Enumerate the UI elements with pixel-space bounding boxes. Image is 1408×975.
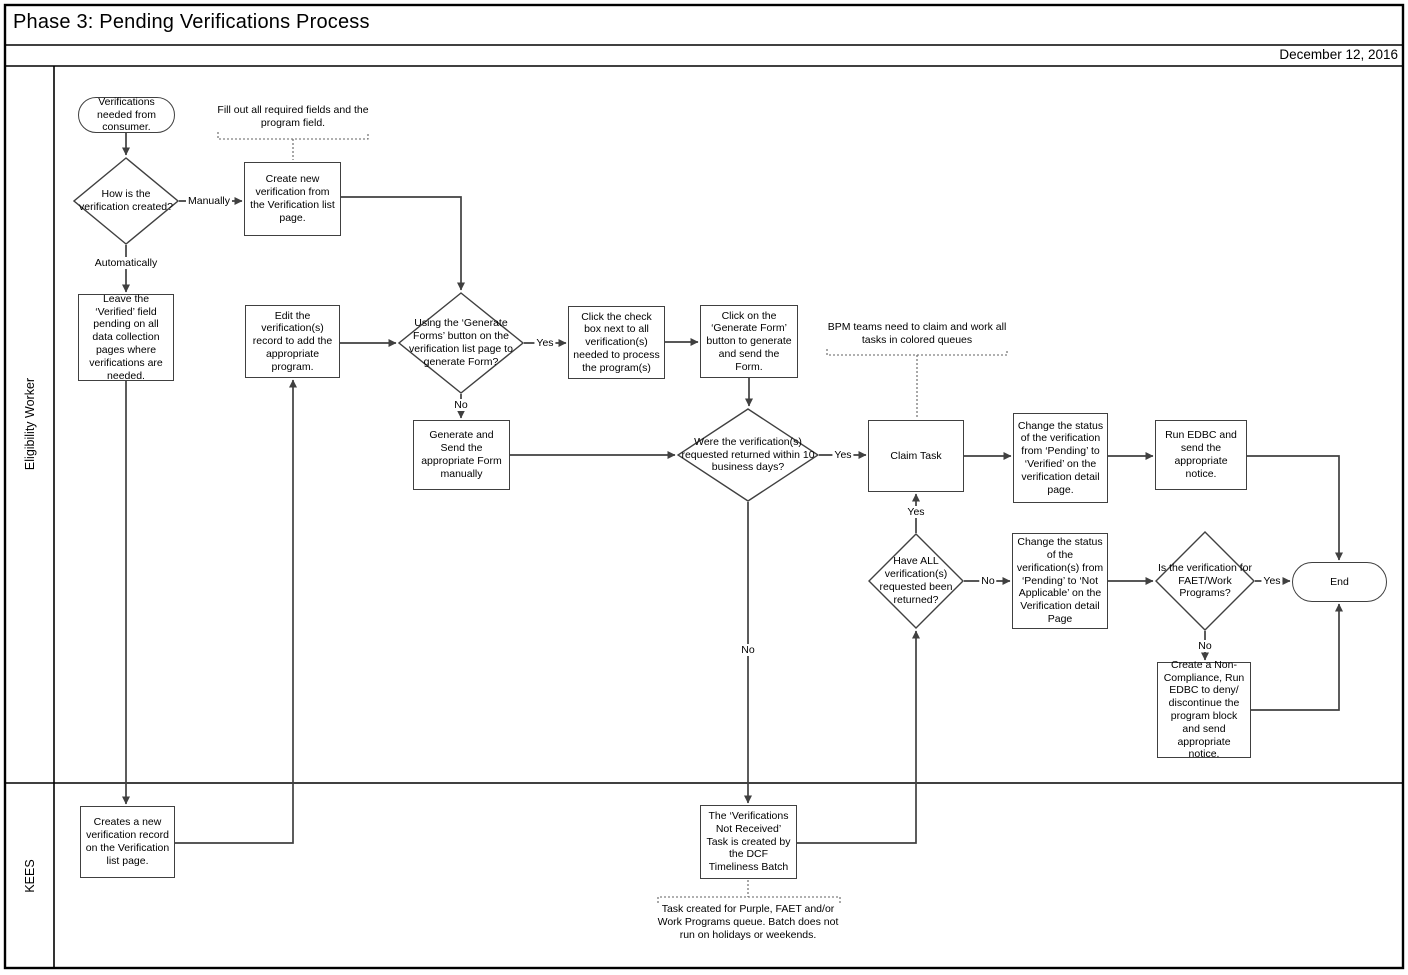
process-change-status-verified-label: Change the status of the verification fr… bbox=[1017, 419, 1104, 496]
edge-label-yes-faet: Yes bbox=[1261, 575, 1283, 587]
decision-how-created-label: How is the verification created? bbox=[79, 188, 173, 213]
process-change-status-not-applicable-label: Change the status of the verification(s)… bbox=[1016, 536, 1104, 625]
decision-all-returned-label: Have ALL verification(s) requested been … bbox=[879, 555, 953, 606]
process-change-status-not-applicable: Change the status of the verification(s)… bbox=[1012, 533, 1108, 629]
process-create-noncompliance: Create a Non-Compliance, Run EDBC to den… bbox=[1157, 658, 1251, 761]
process-create-new-verification-label: Create new verification from the Verific… bbox=[250, 173, 335, 224]
diamond-shape bbox=[73, 157, 179, 245]
process-creates-verification-record: Creates a new verification record on the… bbox=[80, 806, 175, 878]
decision-generate-forms: Using the ‘Generate Forms’ button on the… bbox=[398, 292, 524, 394]
annotation-task-created: Task created for Purple, FAET and/or Wor… bbox=[657, 903, 839, 942]
process-claim-task: Claim Task bbox=[868, 420, 964, 492]
process-generate-form-manually-label: Generate and Send the appropriate Form m… bbox=[421, 429, 502, 480]
edge-label-no-generate: No bbox=[452, 399, 470, 411]
edge-label-manually: Manually bbox=[185, 195, 233, 207]
decision-how-created: How is the verification created? bbox=[73, 157, 179, 245]
edge-label-no-returned: No bbox=[739, 644, 757, 656]
terminator-end-label: End bbox=[1330, 575, 1349, 588]
edge-label-no-faet: No bbox=[1196, 640, 1214, 652]
process-click-checkbox-label: Click the check box next to all verifica… bbox=[573, 310, 660, 374]
diamond-shape bbox=[677, 408, 819, 502]
edge-label-no-have-all: No bbox=[979, 575, 997, 587]
edge-label-automatically: Automatically bbox=[92, 257, 160, 269]
terminator-start-label: Verifications needed from consumer. bbox=[97, 95, 156, 134]
lane-label-kees: KEES bbox=[23, 859, 37, 893]
decision-faet-work-programs: Is the verification for FAET/Work Progra… bbox=[1155, 531, 1255, 631]
process-run-edbc-label: Run EDBC and send the appropriate notice… bbox=[1165, 429, 1237, 480]
lane-label-eligibility-worker: Eligibility Worker bbox=[23, 377, 37, 471]
process-change-status-verified: Change the status of the verification fr… bbox=[1013, 413, 1108, 503]
annotation-fill-required-fields: Fill out all required fields and the pro… bbox=[217, 104, 369, 130]
terminator-end: End bbox=[1292, 562, 1387, 602]
process-click-checkbox: Click the check box next to all verifica… bbox=[568, 306, 665, 379]
diamond-shape bbox=[398, 292, 524, 394]
edge-label-yes-generate: Yes bbox=[534, 337, 556, 349]
process-edit-verification-record-label: Edit the verification(s) record to add t… bbox=[252, 309, 333, 373]
decision-returned-10-days: Were the verification(s) requested retur… bbox=[677, 408, 819, 502]
decision-returned-10-days-label: Were the verification(s) requested retur… bbox=[681, 435, 815, 474]
date-label: December 12, 2016 bbox=[1279, 47, 1398, 62]
process-click-generate-form-label: Click on the ‘Generate Form’ button to g… bbox=[706, 309, 792, 373]
process-click-generate-form: Click on the ‘Generate Form’ button to g… bbox=[700, 305, 798, 378]
annotation-bpm-teams: BPM teams need to claim and work all tas… bbox=[827, 321, 1007, 347]
process-verifications-not-received-task-label: The ‘Verifications Not Received’ Task is… bbox=[706, 810, 791, 874]
edge-label-yes-returned: Yes bbox=[832, 449, 854, 461]
process-edit-verification-record: Edit the verification(s) record to add t… bbox=[245, 305, 340, 378]
process-verifications-not-received-task: The ‘Verifications Not Received’ Task is… bbox=[700, 805, 797, 879]
edge-label-yes-have-all: Yes bbox=[905, 506, 927, 518]
process-generate-form-manually: Generate and Send the appropriate Form m… bbox=[413, 420, 510, 490]
process-claim-task-label: Claim Task bbox=[890, 449, 942, 462]
terminator-start: Verifications needed from consumer. bbox=[78, 95, 175, 134]
process-run-edbc: Run EDBC and send the appropriate notice… bbox=[1155, 420, 1247, 490]
diamond-shape bbox=[868, 533, 964, 629]
diamond-shape bbox=[1155, 531, 1255, 631]
process-leave-verified-pending-label: Leave the ‘Verified’ field pending on al… bbox=[89, 292, 163, 382]
decision-generate-forms-label: Using the ‘Generate Forms’ button on the… bbox=[409, 317, 513, 368]
process-create-new-verification: Create new verification from the Verific… bbox=[244, 162, 341, 236]
process-creates-verification-record-label: Creates a new verification record on the… bbox=[85, 816, 170, 867]
process-create-noncompliance-label: Create a Non-Compliance, Run EDBC to den… bbox=[1163, 658, 1245, 761]
decision-all-returned: Have ALL verification(s) requested been … bbox=[868, 533, 964, 629]
page-title: Phase 3: Pending Verifications Process bbox=[13, 11, 370, 33]
process-leave-verified-pending: Leave the ‘Verified’ field pending on al… bbox=[78, 292, 174, 382]
decision-faet-work-programs-label: Is the verification for FAET/Work Progra… bbox=[1158, 561, 1252, 600]
